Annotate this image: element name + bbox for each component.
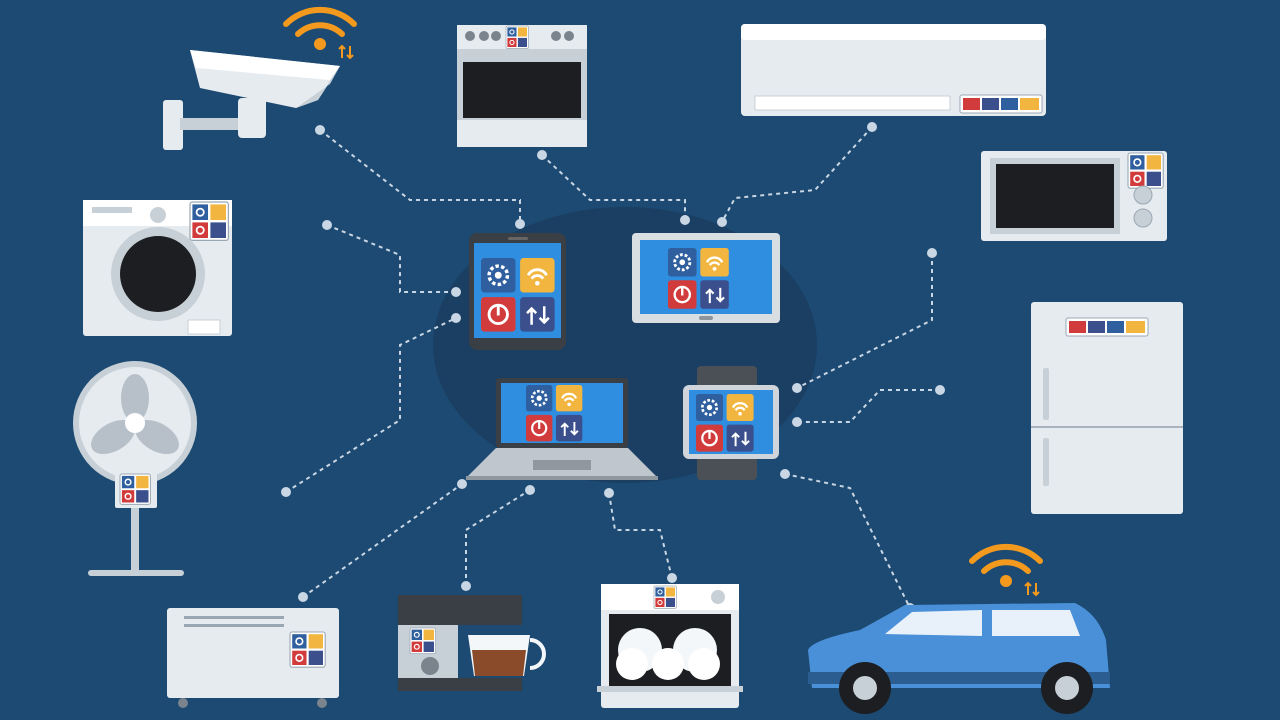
oven xyxy=(457,25,587,147)
washing-machine xyxy=(83,200,232,336)
laptop xyxy=(466,378,658,480)
landscape-tablet xyxy=(632,233,780,323)
air-conditioner xyxy=(741,24,1046,116)
microwave xyxy=(981,151,1167,241)
car xyxy=(808,547,1110,714)
tablet xyxy=(469,233,566,350)
connector-lines xyxy=(285,126,940,609)
radiator-heater xyxy=(167,608,339,708)
coffee-maker xyxy=(398,595,546,691)
dishwasher xyxy=(597,584,743,708)
security-camera xyxy=(163,10,354,150)
refrigerator xyxy=(1031,302,1183,514)
smartwatch xyxy=(683,366,779,480)
standing-fan xyxy=(73,361,197,576)
